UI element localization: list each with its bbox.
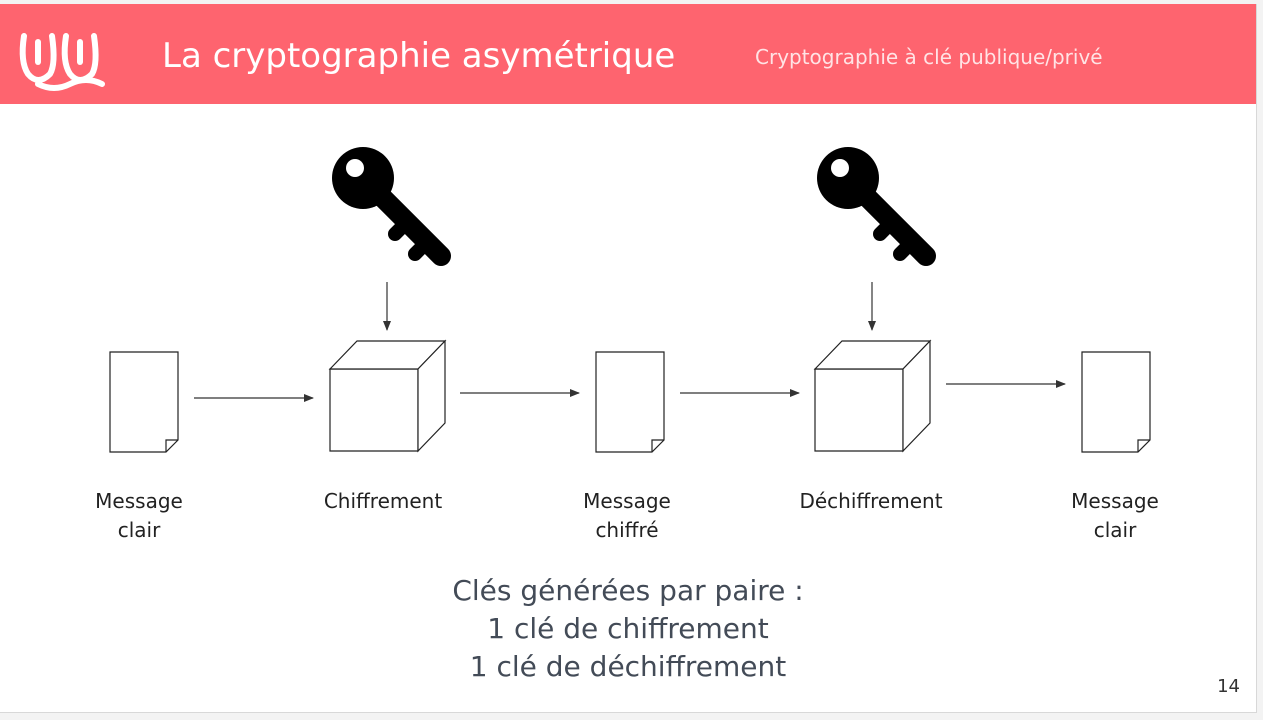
wave-logo-icon bbox=[19, 33, 105, 91]
encryption-key-icon bbox=[332, 147, 441, 256]
node-label-plain-message: Message clair bbox=[95, 489, 183, 542]
slide-title: La cryptographie asymétrique bbox=[162, 36, 676, 76]
cube-icon bbox=[814, 340, 931, 452]
document-icon bbox=[595, 351, 665, 453]
decryption-key-icon bbox=[817, 147, 926, 256]
slide-header: La cryptographie asymétrique Cryptograph… bbox=[0, 4, 1256, 104]
node-label-plain-message: Message clair bbox=[1071, 489, 1159, 542]
key-pair-note: Clés générées par paire : 1 clé de chiff… bbox=[452, 574, 804, 683]
document-icon bbox=[109, 351, 179, 453]
page-number: 14 bbox=[1217, 676, 1240, 697]
slide: La cryptographie asymétrique Cryptograph… bbox=[0, 4, 1257, 713]
cube-icon bbox=[329, 340, 446, 452]
node-label-encrypted-message: Message chiffré bbox=[583, 489, 671, 542]
encryption-diagram bbox=[109, 4, 1151, 453]
document-icon bbox=[1081, 351, 1151, 453]
slide-subtitle: Cryptographie à clé publique/privé bbox=[755, 45, 1103, 69]
node-label-decryption: Déchiffrement bbox=[799, 489, 943, 513]
node-label-encryption: Chiffrement bbox=[323, 489, 443, 513]
